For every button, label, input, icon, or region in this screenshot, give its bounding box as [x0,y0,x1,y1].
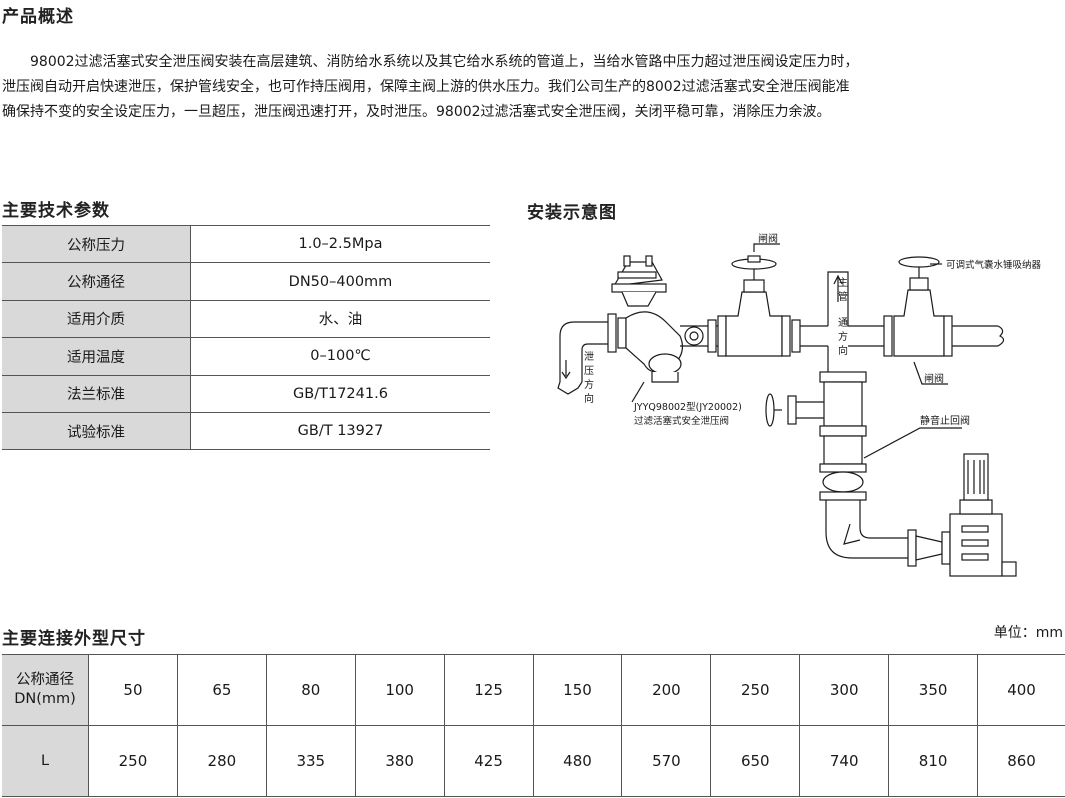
diagram-title: 安装示意图 [527,203,617,223]
dims-header-l: L [2,725,89,797]
l-cell: 335 [266,725,356,797]
l-cell: 280 [177,725,267,797]
dn-cell: 150 [533,654,623,726]
dn-cell: 65 [177,654,267,726]
label-adjustable-arrester: 可调式气囊水锤吸纳器 [946,259,1042,271]
l-cell: 650 [710,725,801,797]
relief-direction-arrow [561,360,571,380]
param-value: DN50–400mm [190,262,490,301]
dn-cell: 350 [888,654,979,726]
overview-line-3: 确保持不变的安全设定压力，一旦超压，泄压阀迅速打开，及时泄压。98002过滤活塞… [2,104,831,120]
label-relief-dir-1: 泄 [584,350,594,363]
param-key: 法兰标准 [2,375,191,413]
label-model-1: JYYQ98002型(JY20002) [633,402,742,413]
dn-cell: 250 [710,654,801,726]
label-relief-dir-2: 压 [584,365,594,377]
label-main-dir-5: 向 [838,344,848,357]
dn-cell: 200 [621,654,712,726]
dn-cell: 50 [88,654,178,726]
param-value: 1.0–2.5Mpa [190,224,490,264]
main-flow-arrow [833,274,843,302]
l-cell: 810 [888,725,979,797]
label-gate-valve-right: 闸阀 [924,372,944,385]
l-cell: 425 [444,725,534,797]
installation-diagram: 闸阀 可调式气囊水锤吸纳器 主 管 通 方 向 泄 压 方 向 闸阀 JYYQ9… [557,232,1042,577]
dn-cell: 400 [977,654,1065,726]
l-cell: 250 [88,725,178,797]
label-main-dir-2: 管 [838,290,848,303]
l-cell: 480 [533,725,623,797]
dims-l-row: L 250 280 335 380 425 480 570 650 740 81… [2,725,1065,797]
param-key: 适用温度 [2,337,191,376]
dn-cell: 80 [266,654,356,726]
param-key: 适用介质 [2,300,191,339]
label-silent-check-valve: 静音止回阀 [920,414,970,427]
dims-header-dn: 公称通径 DN(mm) [2,654,89,726]
params-row: 适用介质水、油 [2,300,490,339]
l-cell: 740 [799,725,890,797]
label-relief-dir-4: 向 [584,392,594,405]
dn-cell: 125 [444,654,534,726]
param-value: GB/T17241.6 [190,375,490,413]
overview-title: 产品概述 [2,7,74,27]
overview-line-2: 泄压阀自动开启快速泄压，保护管线安全，也可作持压阀用，保障主阀上游的供水压力。我… [2,79,850,95]
overview-line-1: 98002过滤活塞式安全泄压阀安装在高层建筑、消防给水系统以及其它给水系统的管道… [30,54,859,70]
param-value: GB/T 13927 [190,412,490,451]
relief-outlet-pipe [559,321,610,382]
label-main-dir-1: 主 [838,277,848,289]
label-main-dir-4: 方 [838,330,848,343]
label-main-dir-3: 通 [838,317,848,329]
dims-header-line-2: DN(mm) [14,691,76,707]
label-gate-valve-top: 闸阀 [758,232,778,245]
params-title: 主要技术参数 [2,201,110,221]
dims-header-line-1: 公称通径 [16,672,74,688]
relief-pipe-end [557,381,583,395]
dims-title: 主要连接外型尺寸 [2,629,146,649]
label-model-2: 过滤活塞式安全泄压阀 [634,415,729,427]
label-relief-dir-3: 方 [584,378,594,391]
param-key: 公称通径 [2,262,191,301]
l-cell: 380 [355,725,445,797]
dims-dn-row: 公称通径 DN(mm) 50 65 80 100 125 150 200 250… [2,654,1065,726]
dims-unit: 单位：mm [993,625,1063,641]
dn-cell: 300 [799,654,890,726]
l-cell: 860 [977,725,1065,797]
param-key: 试验标准 [2,412,191,451]
param-value: 水、油 [190,300,490,339]
l-cell: 570 [621,725,712,797]
dn-cell: 100 [355,654,445,726]
dims-table: 公称通径 DN(mm) 50 65 80 100 125 150 200 250… [2,654,1065,797]
param-value: 0–100℃ [190,337,490,376]
param-key: 公称压力 [2,224,191,264]
overview-paragraph: 98002过滤活塞式安全泄压阀安装在高层建筑、消防给水系统以及其它给水系统的管道… [2,50,1064,125]
